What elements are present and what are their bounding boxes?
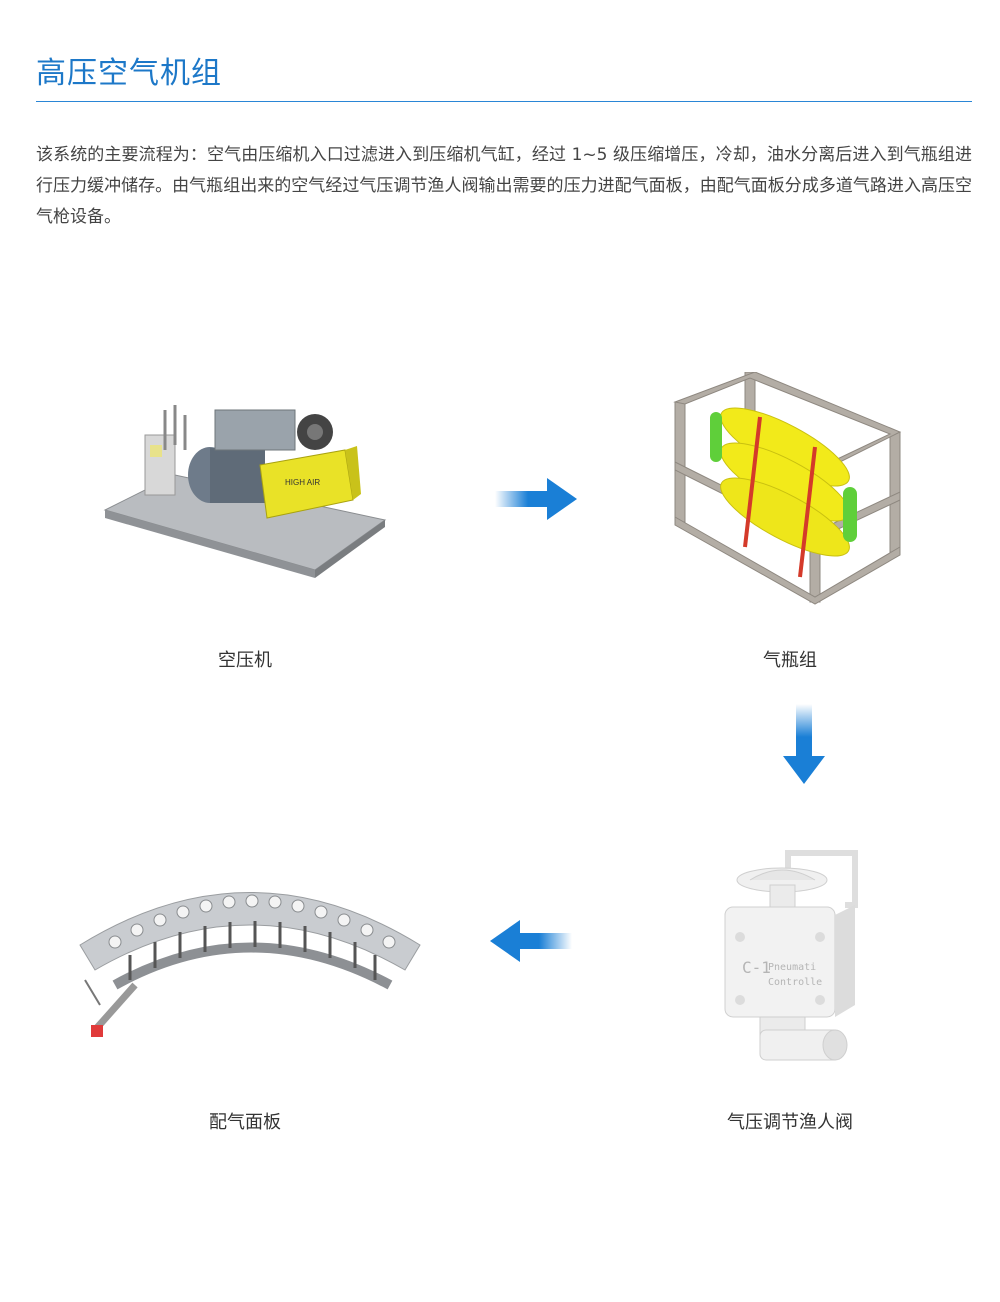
valve-model-text: C-1 bbox=[742, 958, 771, 977]
compressor-image: HIGH AIR bbox=[95, 390, 395, 585]
arrow-right-icon bbox=[495, 478, 577, 520]
distribution-panel-image bbox=[75, 870, 430, 1045]
valve-text-line-2: Controlle bbox=[768, 977, 822, 988]
arrow-left-icon bbox=[490, 920, 572, 962]
compressor-brand-label: HIGH AIR bbox=[285, 478, 320, 487]
arrow-down-icon bbox=[783, 704, 825, 784]
regulator-valve-caption: 气压调节渔人阀 bbox=[727, 1112, 853, 1133]
regulator-valve-image: C-1 Pneumati Controlle bbox=[720, 845, 865, 1070]
distribution-panel-caption: 配气面板 bbox=[209, 1112, 281, 1133]
compressor-caption: 空压机 bbox=[218, 650, 272, 671]
title-divider bbox=[36, 101, 972, 102]
valve-text-line-1: Pneumati bbox=[768, 962, 816, 973]
bottle-group-caption: 气瓶组 bbox=[763, 650, 817, 671]
page-title: 高压空气机组 bbox=[36, 56, 222, 91]
process-description: 该系统的主要流程为：空气由压缩机入口过滤进入到压缩机气缸，经过 1~5 级压缩增… bbox=[36, 145, 972, 227]
bottle-group-image bbox=[665, 372, 910, 612]
